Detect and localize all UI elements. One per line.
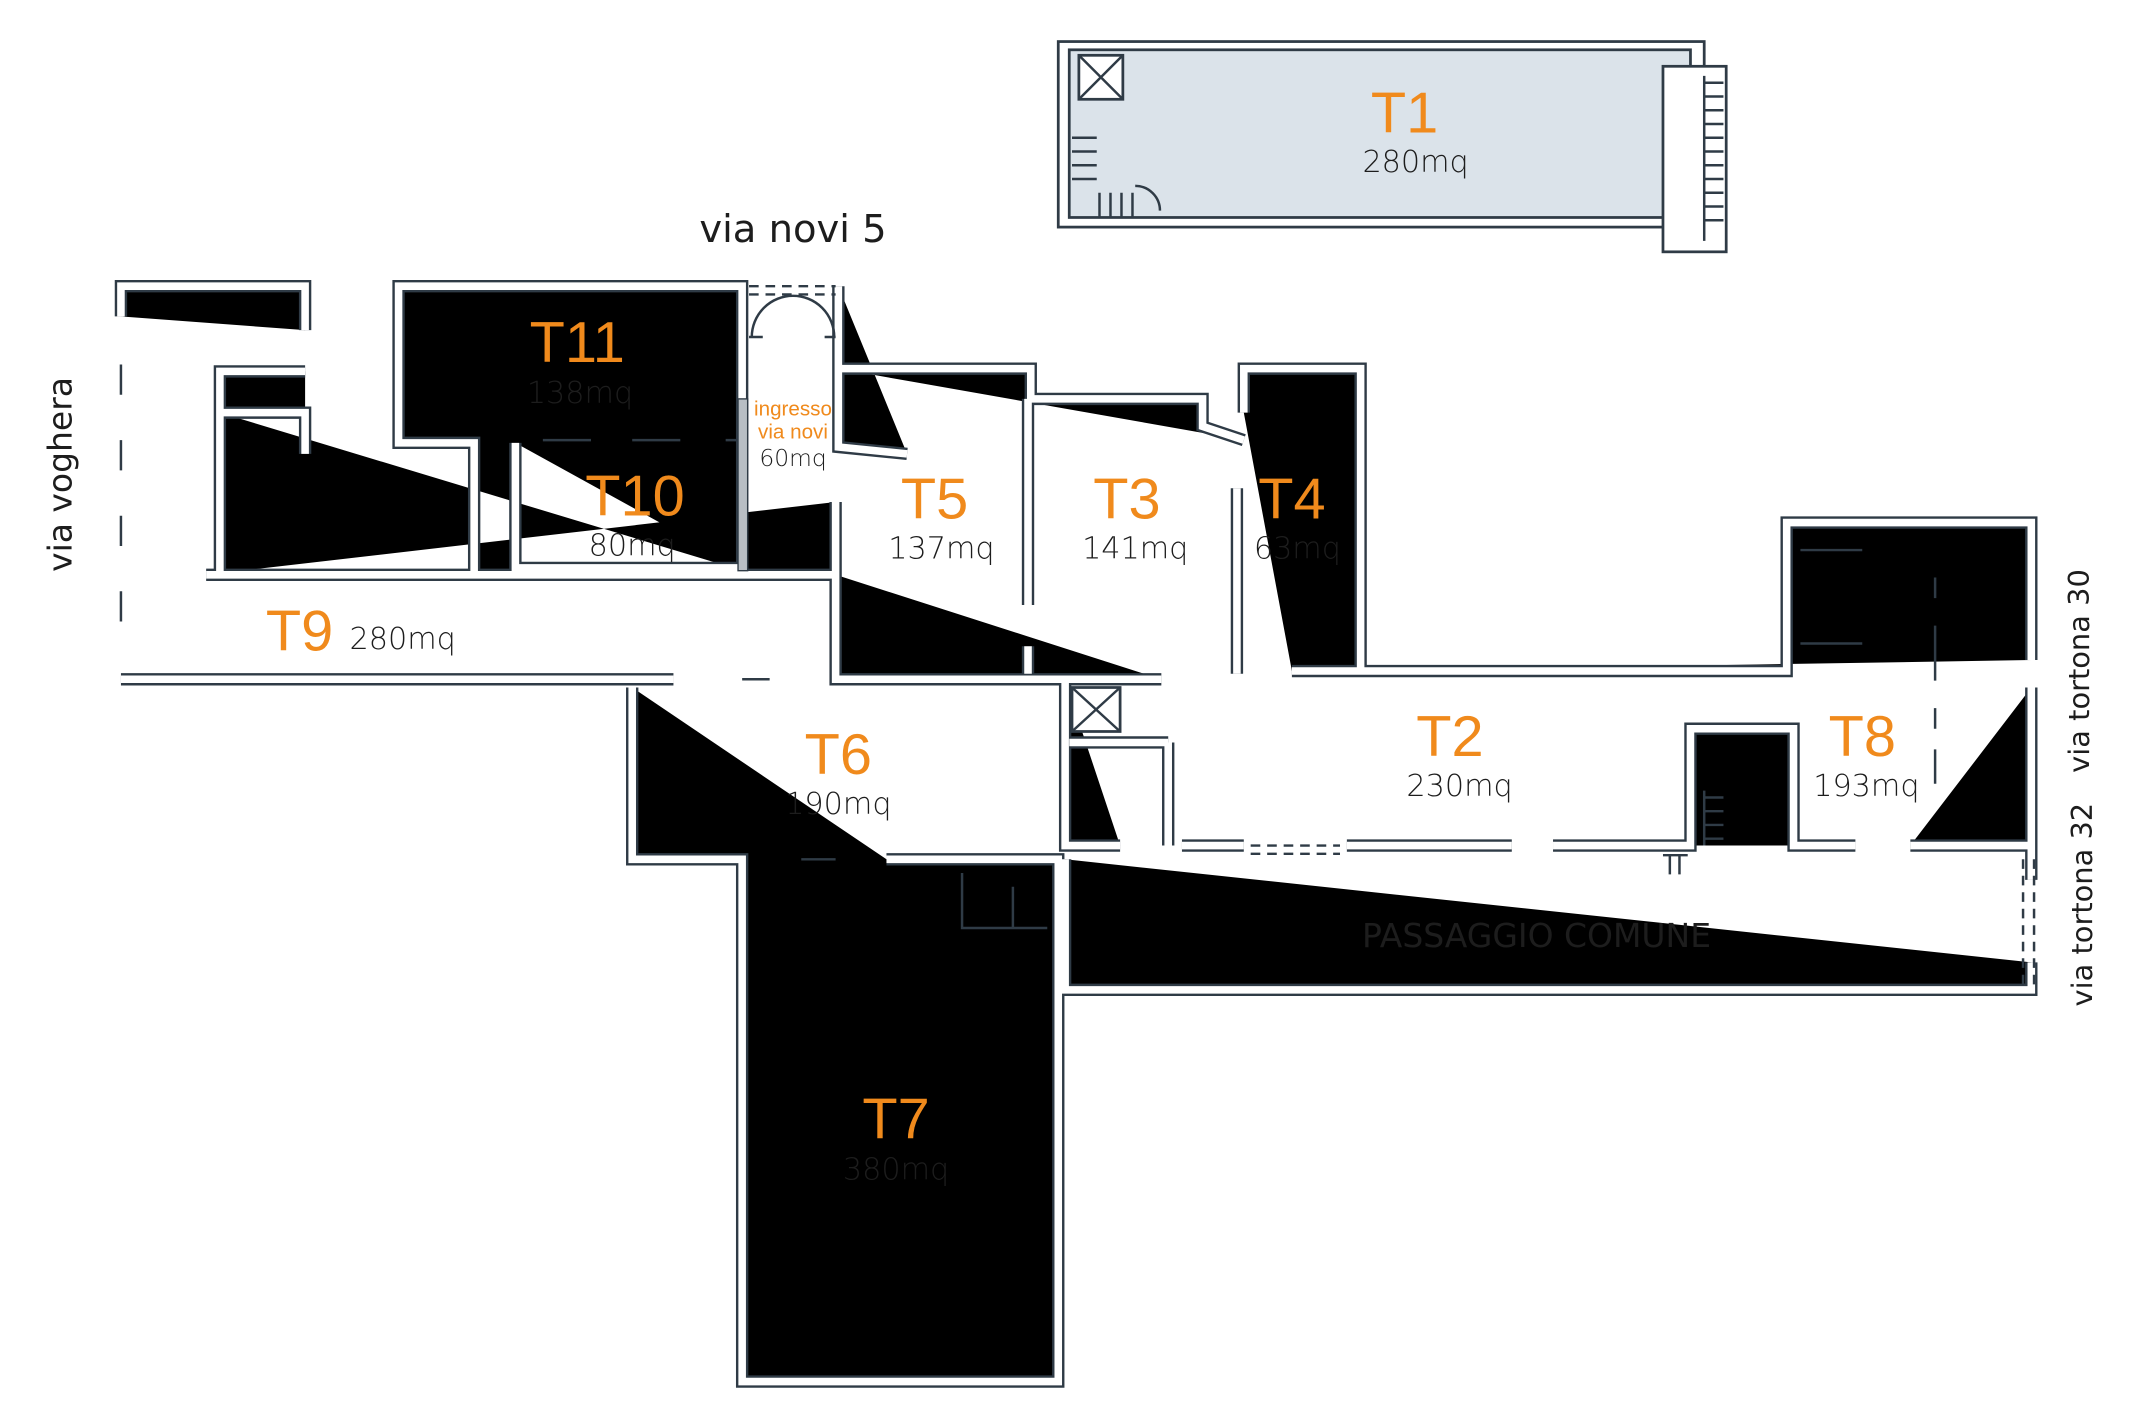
unit-t7-area: 380mq: [843, 1153, 949, 1188]
street-via-tortona-30: via tortona 30: [2062, 569, 2096, 773]
unit-t1-shape[interactable]: [1056, 40, 1728, 254]
unit-t6-area: 190mq: [785, 787, 891, 822]
unit-t4-area: 63mq: [1254, 531, 1341, 566]
unit-t8-code: T8: [1829, 705, 1896, 769]
street-via-tortona-32: via tortona 32: [2065, 803, 2099, 1007]
walls: [121, 286, 2034, 1381]
street-via-voghera: via voghera: [40, 377, 79, 572]
unit-t11-area: 138mq: [527, 376, 633, 411]
street-via-novi: via novi 5: [699, 207, 886, 252]
unit-t11-code: T11: [530, 311, 625, 375]
unit-t3-code: T3: [1093, 467, 1160, 531]
unit-t9-code: T9: [266, 599, 333, 663]
entrance-label: ingresso: [754, 397, 832, 420]
unit-t3-area: 141mq: [1082, 531, 1188, 566]
unit-t2-code: T2: [1416, 705, 1483, 769]
unit-t2-area: 230mq: [1406, 769, 1512, 804]
unit-t8-area: 193mq: [1813, 769, 1919, 804]
unit-t1-area: 280mq: [1362, 145, 1468, 180]
unit-t4-code: T4: [1258, 467, 1325, 531]
unit-t9-area: 280mq: [350, 622, 456, 657]
unit-t1-code: T1: [1371, 81, 1438, 145]
unit-t5-area: 137mq: [888, 531, 994, 566]
unit-t10-area: 80mq: [589, 529, 676, 564]
entrance-street: via novi: [758, 421, 828, 444]
unit-t10-code: T10: [585, 465, 684, 529]
entrance-area: 60mq: [759, 444, 826, 472]
unit-t7-code: T7: [862, 1087, 929, 1151]
unit-t5-code: T5: [901, 467, 968, 531]
unit-t6-code: T6: [805, 723, 872, 787]
passaggio-comune-label: PASSAGGIO COMUNE: [1362, 916, 1711, 955]
